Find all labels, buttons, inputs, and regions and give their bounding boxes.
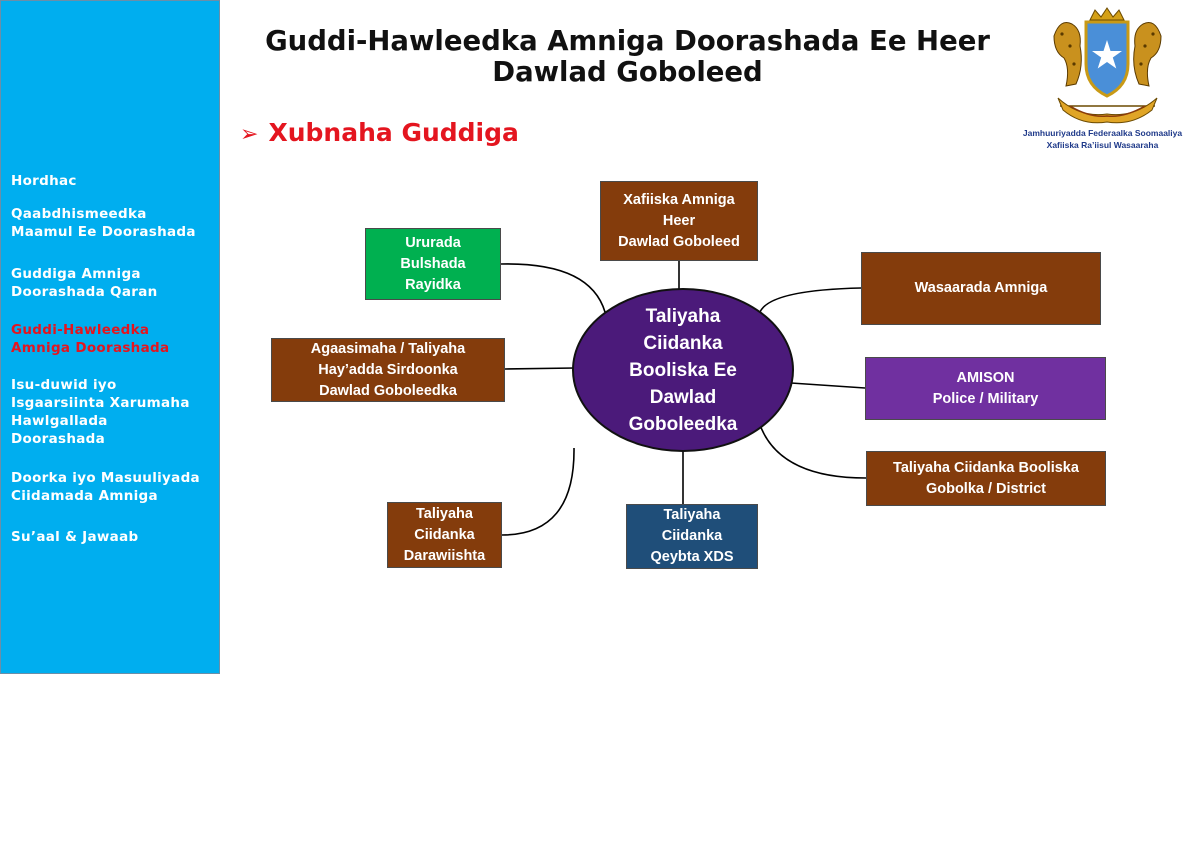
page-title: Guddi-Hawleedka Amniga Doorashada Ee Hee… (220, 26, 1035, 88)
center-ellipse (572, 288, 794, 452)
sidebar-item-qaabdhismeedka[interactable]: Qaabdhismeedka Maamul Ee Doorashada (11, 206, 196, 240)
arrow-bullet-icon: ➢ (240, 122, 259, 147)
page-title-line2: Dawlad Goboleed (492, 56, 763, 88)
sidebar: Hordhac Qaabdhismeedka Maamul Ee Doorash… (0, 0, 220, 674)
connector-gobolka (759, 424, 867, 479)
sidebar-item-guddiga-amniga[interactable]: Guddiga Amniga Doorashada Qaran (11, 266, 158, 300)
node-agaasimaha: Agaasimaha / Taliyaha Hay’adda Sirdoonka… (271, 338, 505, 402)
node-amison: AMISON Police / Military (865, 357, 1106, 420)
connector-ururada (500, 263, 606, 313)
center-node-label: Taliyaha Ciidanka Booliska Ee Dawlad Gob… (628, 305, 738, 435)
emblem-caption-line1: Jamhuuriyadda Federaalka Soomaaliya (1022, 128, 1183, 138)
connector-agaasimaha (504, 367, 576, 370)
node-taliyaha-gobolka: Taliyaha Ciidanka Booliska Gobolka / Dis… (866, 451, 1106, 506)
node-darawiishta: Taliyaha Ciidanka Darawiishta (387, 502, 502, 568)
sidebar-item-doorka[interactable]: Doorka iyo Masuuliyada Ciidamada Amniga (11, 470, 200, 504)
coat-of-arms-icon (1053, 7, 1162, 124)
page-title-line1: Guddi-Hawleedka Amniga Doorashada Ee Hee… (265, 25, 990, 57)
connector-amison (790, 382, 866, 389)
node-wasaarada-amniga: Wasaarada Amniga (861, 252, 1101, 325)
node-ururada-bulshada: Ururada Bulshada Rayidka (365, 228, 501, 300)
sidebar-item-hordhac[interactable]: Hordhac (11, 173, 77, 189)
emblem-caption-line2: Xafiiska Ra’iisul Wasaaraha (1046, 140, 1159, 150)
connector-wasaarada (759, 287, 862, 313)
section-heading-text: Xubnaha Guddiga (268, 118, 519, 147)
sidebar-item-suaal-jawaab[interactable]: Su’aal & Jawaab (11, 529, 139, 545)
node-qeybta-xds: Taliyaha Ciidanka Qeybta XDS (626, 504, 758, 569)
sidebar-item-isu-duwid[interactable]: Isu-duwid iyo Isgaarsiinta Xarumaha Hawl… (11, 377, 190, 447)
node-xafiiska-amniga: Xafiiska Amniga Heer Dawlad Goboleed (600, 181, 758, 261)
sidebar-item-guddi-hawleedka[interactable]: Guddi-Hawleedka Amniga Doorashada (11, 322, 170, 356)
connector-darawiishta (501, 447, 575, 536)
section-heading: ➢ Xubnaha Guddiga (240, 118, 519, 147)
emblem-caption: Jamhuuriyadda Federaalka Soomaaliya Xafi… (1010, 127, 1195, 151)
